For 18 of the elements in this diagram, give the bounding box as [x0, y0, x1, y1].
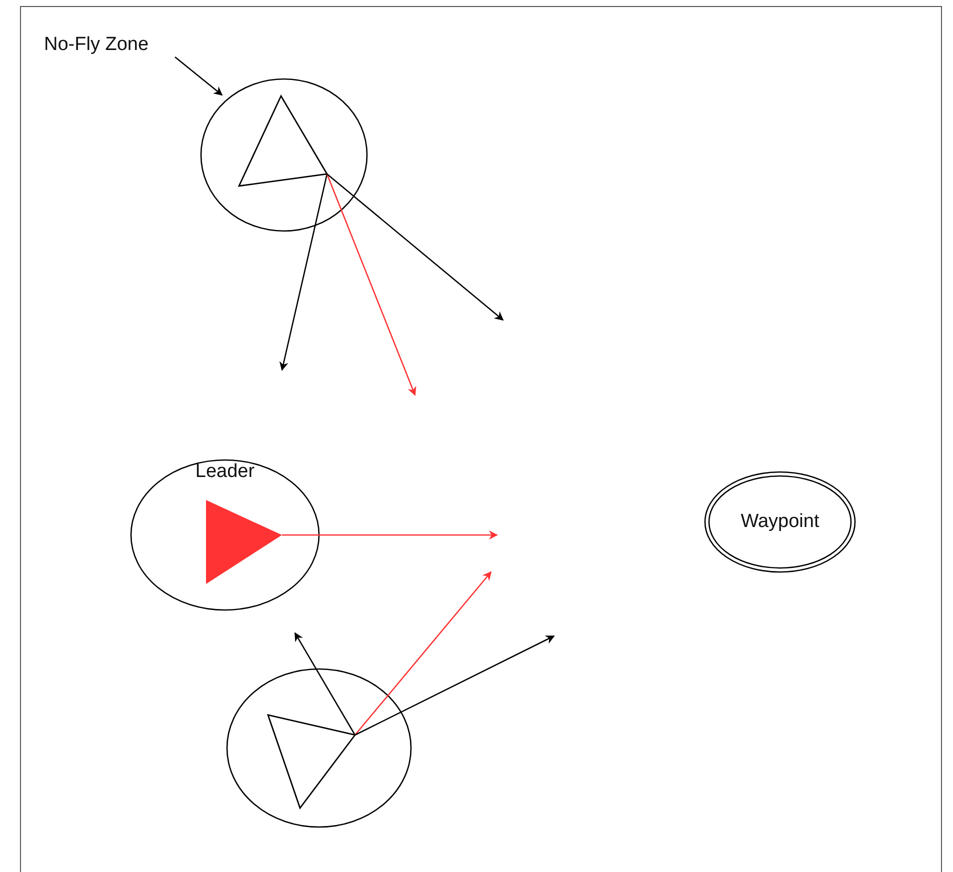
arrow — [326, 174, 504, 321]
waypoint-label: Waypoint — [740, 511, 820, 533]
node-label: Leader — [195, 461, 255, 483]
agent-circle — [226, 668, 412, 828]
arrow — [294, 632, 356, 736]
zone-label: No-Fly Zone — [44, 30, 149, 60]
arrow — [354, 635, 555, 736]
arrow — [279, 174, 328, 371]
leader-triangle — [204, 498, 284, 586]
leader-circle — [130, 459, 320, 611]
waypoint-ellipse — [704, 471, 856, 573]
agent-triangle — [236, 93, 330, 189]
arrow — [174, 56, 223, 96]
arrow — [326, 174, 416, 396]
zone-circle — [200, 78, 368, 232]
arrow — [282, 530, 498, 540]
agent-triangle — [266, 712, 358, 810]
arrow — [354, 571, 492, 736]
